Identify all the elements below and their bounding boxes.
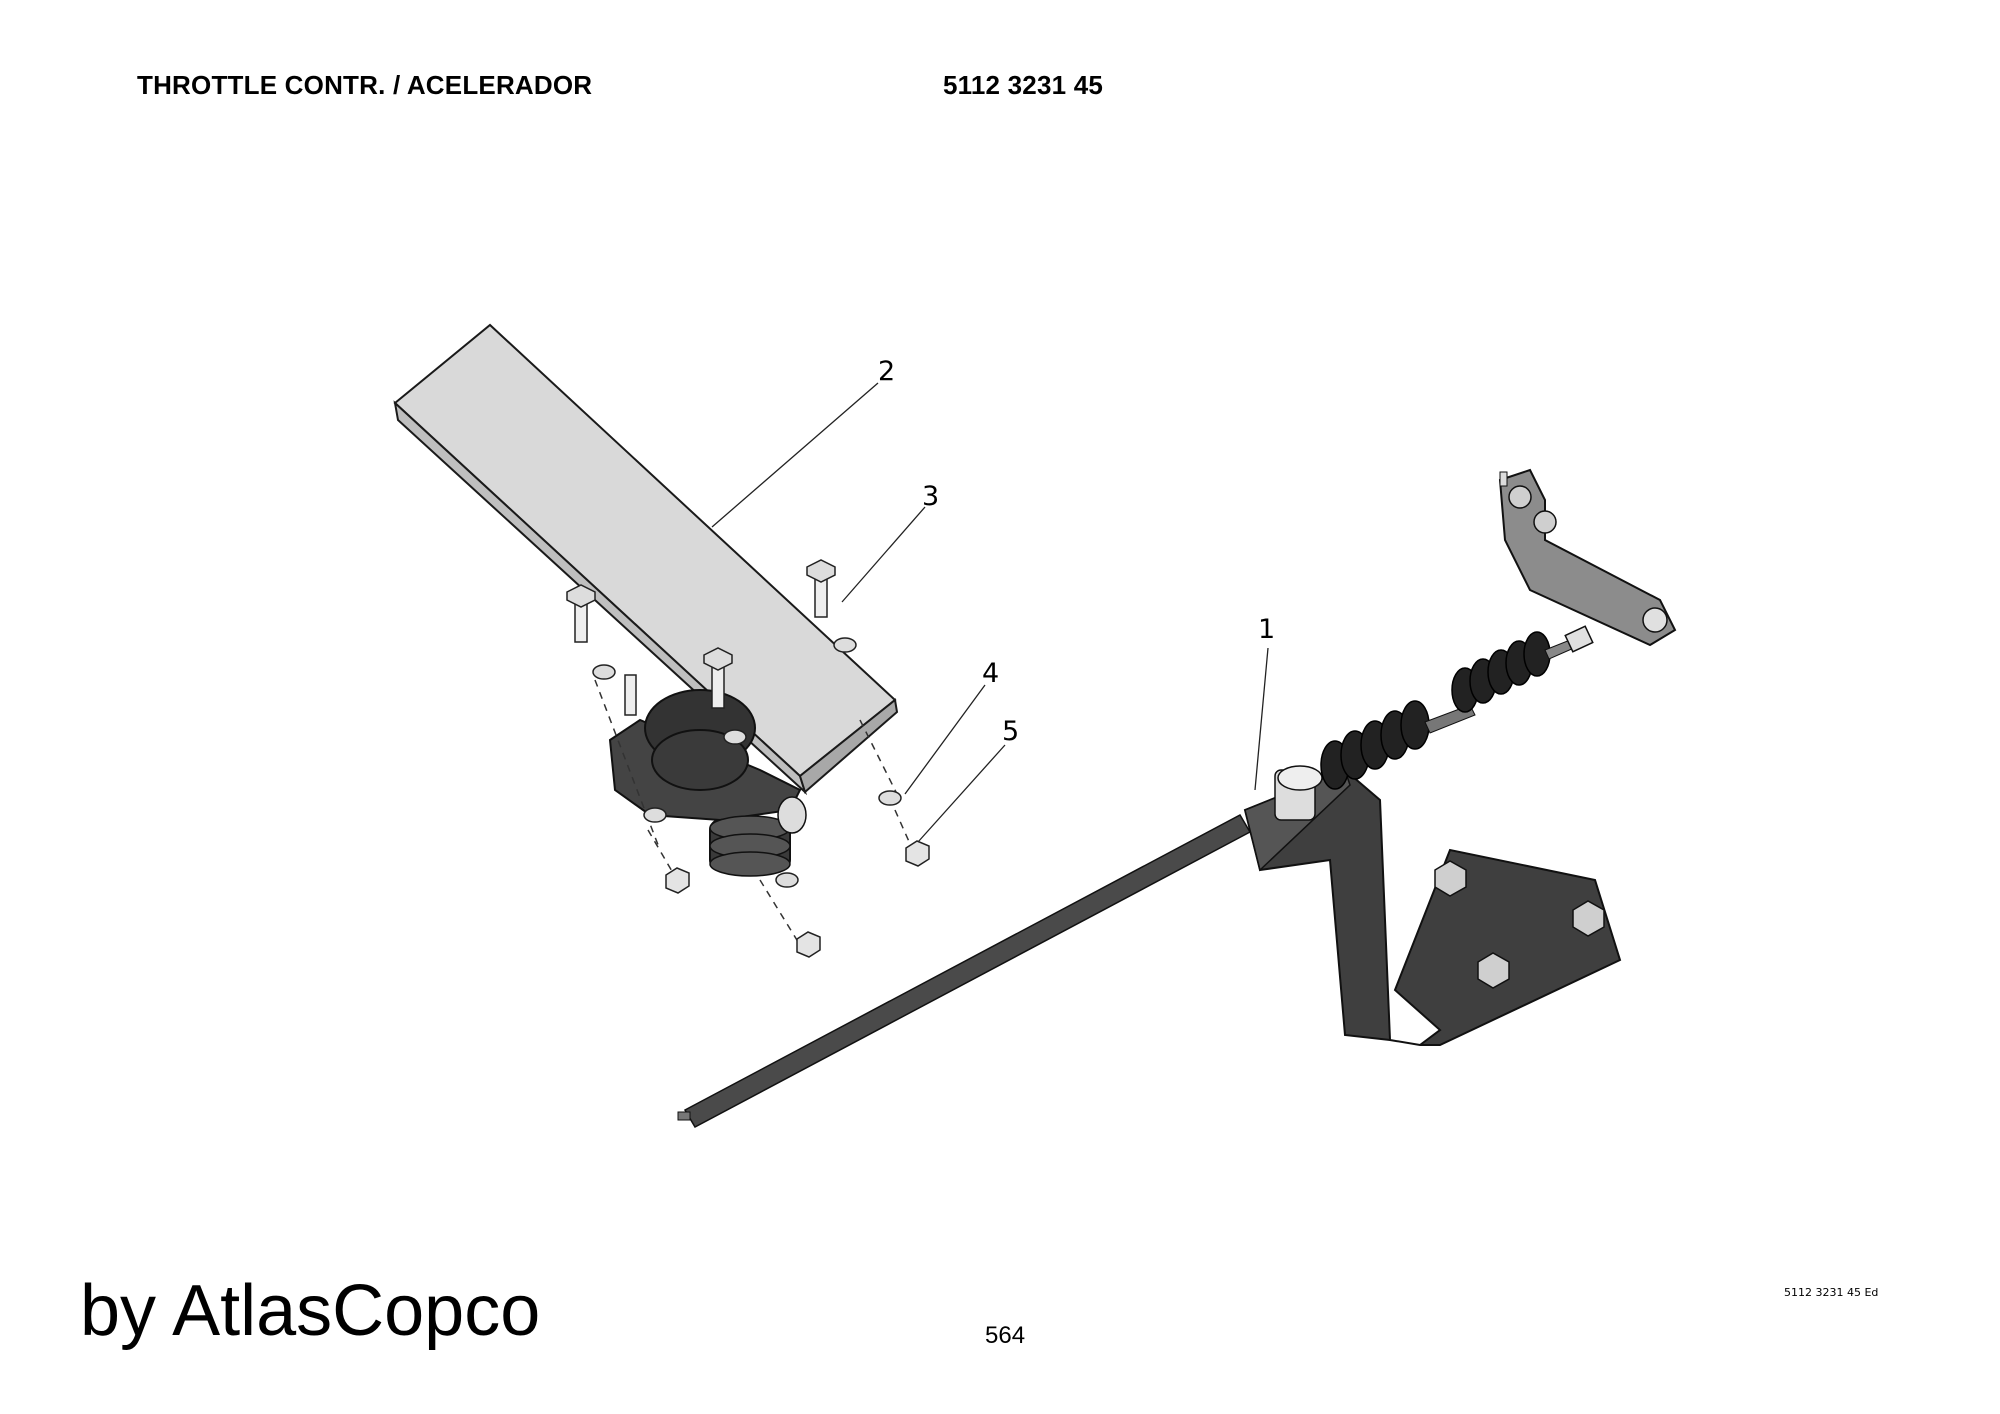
pedal-base: [608, 689, 807, 877]
edition-label: 5112 3231 45 Ed: [1784, 1286, 1879, 1299]
callout-3: 3: [922, 481, 939, 512]
page-number: 564: [985, 1322, 1026, 1349]
washers: [592, 637, 902, 888]
pedal-assembly: [393, 323, 930, 958]
callout-1: 1: [1258, 614, 1275, 645]
part-number: 5112 3231 45: [943, 70, 1104, 100]
page-title: THROTTLE CONTR. / ACELERADOR: [137, 70, 593, 100]
bolts: [566, 559, 836, 716]
callout-4: 4: [982, 658, 999, 689]
leader-lines: [711, 382, 1269, 843]
brand-watermark: by AtlasCopco: [80, 1271, 541, 1351]
callout-5: 5: [1002, 716, 1019, 747]
callout-2: 2: [878, 356, 895, 387]
nuts: [665, 840, 930, 958]
throttle-cable-assembly: [677, 468, 1677, 1128]
